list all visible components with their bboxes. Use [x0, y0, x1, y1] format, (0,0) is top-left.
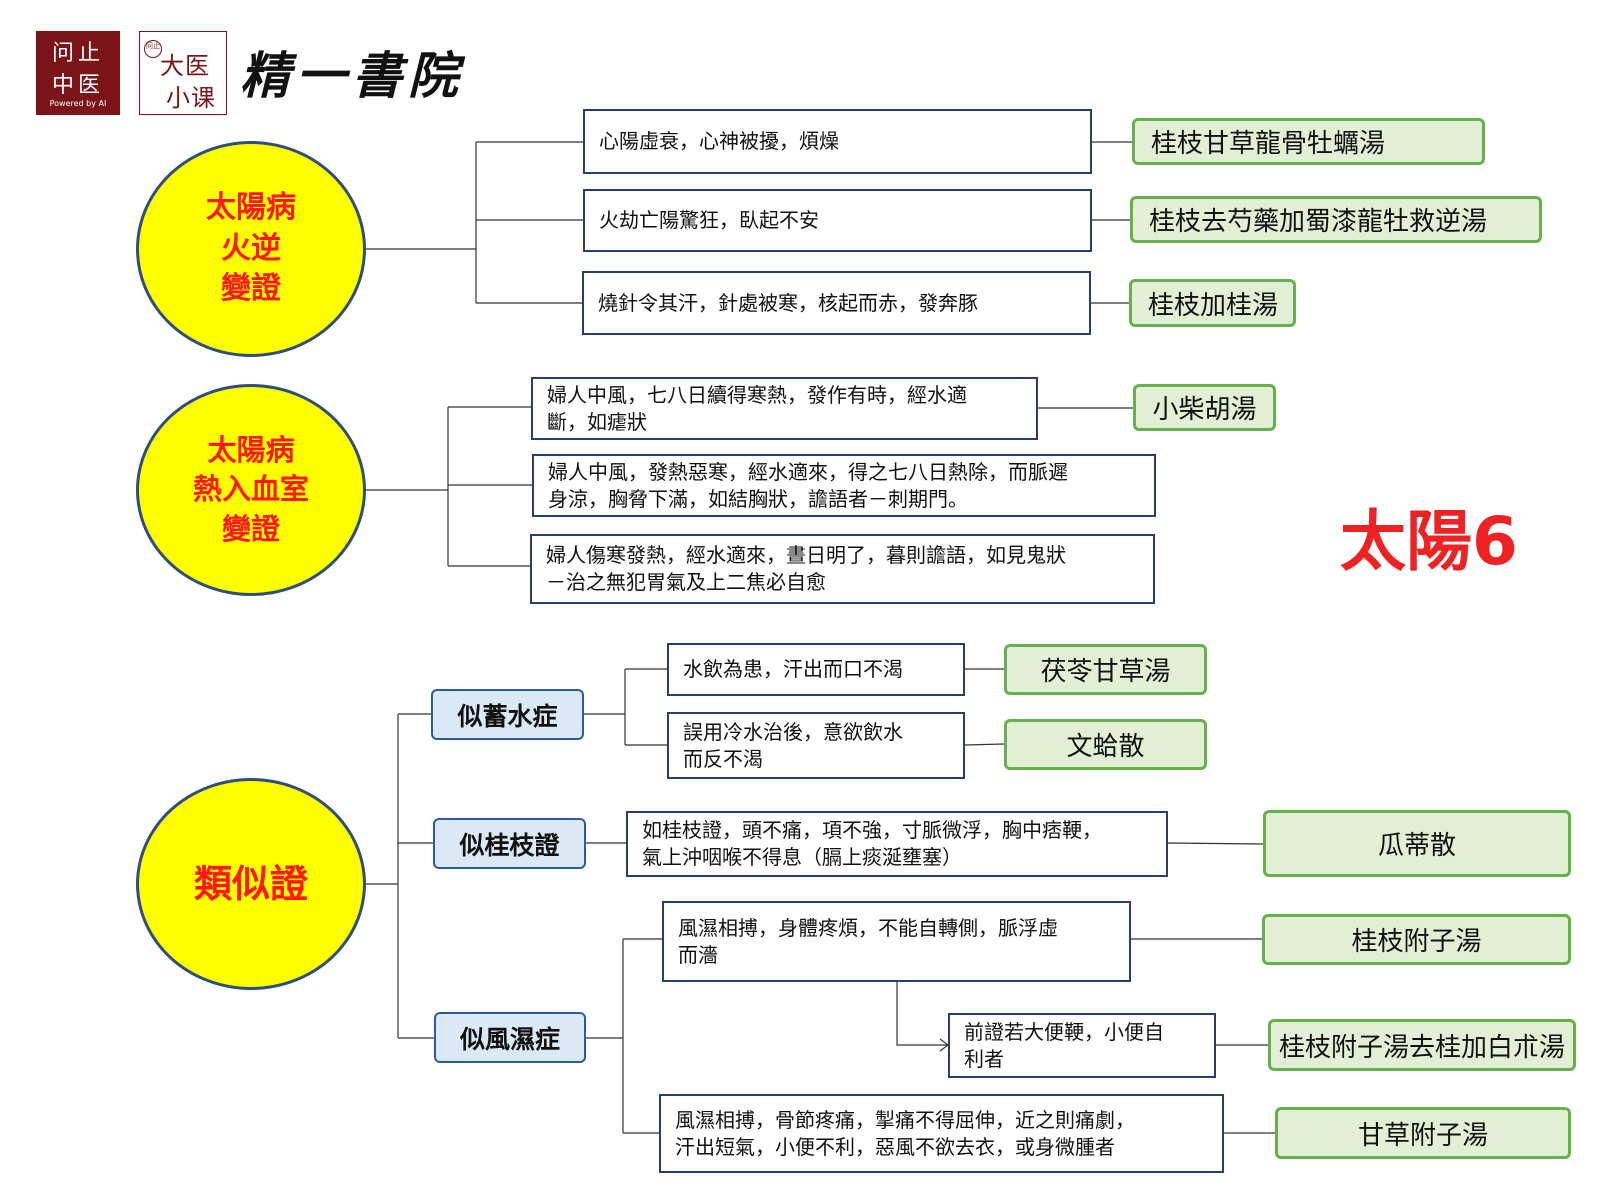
logo-tagline: Powered by AI	[49, 99, 107, 108]
logo-line-2: 小课	[166, 84, 216, 112]
category-box: 似桂枝證	[433, 818, 586, 869]
symptom-box: 如桂枝證，頭不痛，項不強，寸脈微浮，胸中痞鞕， 氣上沖咽喉不得息（膈上痰涎壅塞）	[626, 811, 1168, 877]
prescription-box: 文蛤散	[1004, 719, 1207, 770]
symptom-box: 火劫亡陽驚狂，臥起不安	[583, 189, 1092, 252]
root-label: 類似證	[193, 861, 308, 907]
symptom-box: 婦人中風，七八日續得寒熱，發作有時，經水適 斷，如瘧狀	[531, 377, 1038, 440]
prescription-box: 桂枝加桂湯	[1129, 279, 1296, 327]
logo-seal: 问止	[144, 40, 162, 58]
category-box: 似風濕症	[434, 1012, 586, 1063]
symptom-box: 心陽虛衰，心神被擾，煩燥	[583, 109, 1092, 174]
prescription-box: 桂枝甘草龍骨牡蠣湯	[1132, 118, 1485, 165]
symptom-box: 誤用冷水治後，意欲飲水 而反不渴	[667, 712, 965, 779]
category-box: 似蓄水症	[431, 689, 584, 740]
prescription-box: 瓜蒂散	[1263, 810, 1571, 877]
prescription-box: 甘草附子湯	[1275, 1107, 1571, 1159]
prescription-box: 桂枝附子湯去桂加白朮湯	[1268, 1019, 1576, 1071]
root-label: 太陽病 熱入血室 變證	[192, 433, 309, 546]
daxiao-logo: 问止 大医 小课	[139, 31, 227, 115]
symptom-box: 風濕相搏，骨節疼痛，掣痛不得屈伸，近之則痛劇， 汗出短氣，小便不利，惡風不欲去衣…	[659, 1094, 1224, 1173]
logo-line-1: 大医	[160, 52, 210, 80]
symptom-box: 前證若大便鞕，小便自 利者	[948, 1013, 1216, 1078]
logo-line-1: 问止	[51, 41, 104, 66]
root-label: 太陽病 火逆 變證	[206, 190, 296, 307]
logo-line-2: 中医	[51, 73, 104, 98]
root-circle-similar-syndromes: 類似證	[136, 778, 366, 990]
symptom-box: 燒針令其汗，針處被寒，核起而赤，發奔豚	[582, 271, 1091, 335]
prescription-box: 茯苓甘草湯	[1004, 644, 1207, 695]
prescription-box: 桂枝去芍藥加蜀漆龍牡救逆湯	[1130, 196, 1542, 243]
calligraphy-logo: 精一書院	[240, 46, 464, 105]
symptom-box: 婦人中風，發熱惡寒，經水適來，得之七八日熱除，而脈遲 身涼，胸脅下滿，如結胸狀，…	[532, 454, 1156, 517]
wenzhi-logo: 问止 中医 Powered by AI	[36, 31, 120, 115]
symptom-box: 風濕相搏，身體疼煩，不能自轉側，脈浮虛 而濇	[662, 901, 1131, 982]
page-title: 太陽6	[1340, 503, 1518, 580]
prescription-box: 小柴胡湯	[1133, 384, 1276, 431]
symptom-box: 水飲為患，汗出而口不渴	[667, 643, 965, 696]
root-circle-fire-reverse: 太陽病 火逆 變證	[136, 141, 366, 357]
prescription-box: 桂枝附子湯	[1262, 914, 1571, 965]
root-circle-blood-chamber: 太陽病 熱入血室 變證	[136, 384, 366, 596]
symptom-box: 婦人傷寒發熱，經水適來，晝日明了，暮則譫語，如見鬼狀 －治之無犯胃氣及上二焦必自…	[530, 534, 1155, 604]
